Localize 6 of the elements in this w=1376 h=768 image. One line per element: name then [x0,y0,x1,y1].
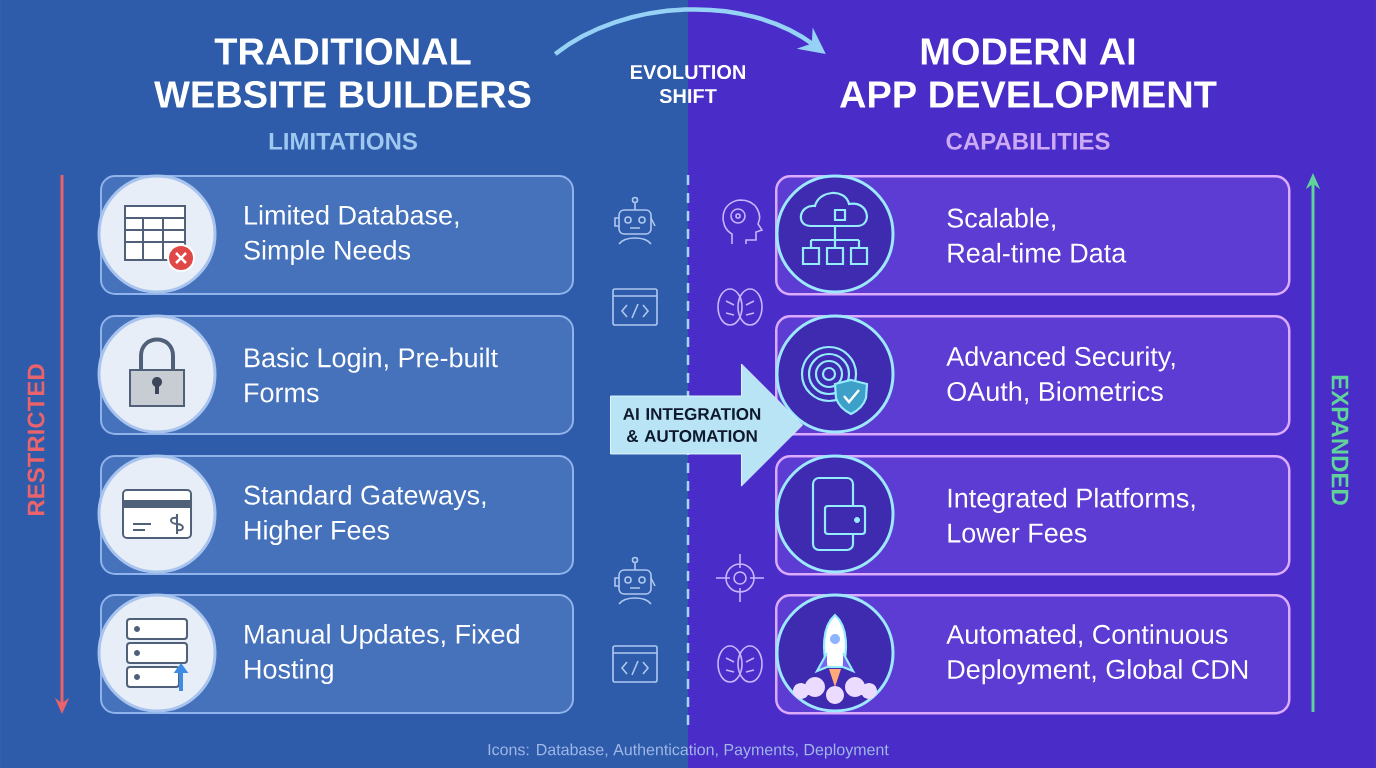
column-heading: MODERN AI APP DEVELOPMENT CAPABILITIES [840,38,1217,150]
direction-label: EXPANDED [1331,375,1349,505]
caption: Icons: Database, Authentication, Payments, Deployment [488,743,889,759]
column-heading: TRADITIONAL WEBSITE BUILDERS LIMITATIONS [154,38,531,150]
direction-label: RESTRICTED [27,364,45,516]
edge-label: EVOLUTION SHIFT [631,64,745,104]
